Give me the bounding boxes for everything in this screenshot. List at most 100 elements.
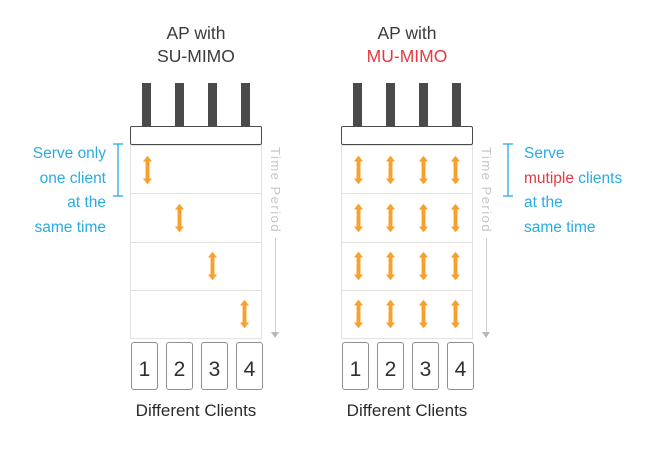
- stream-arrow-icon: [418, 251, 428, 281]
- empty-cell: [164, 146, 197, 193]
- panel-title-line1: AP with: [166, 23, 226, 43]
- antenna-icon: [353, 83, 362, 127]
- empty-cell: [196, 291, 229, 338]
- antenna-array: [341, 83, 473, 127]
- client-box: 2: [166, 342, 193, 390]
- stream-arrow-icon: [386, 251, 396, 281]
- stream-cell: [131, 146, 164, 193]
- stream-cell: [164, 194, 197, 241]
- stream-arrow-icon: [418, 300, 428, 329]
- annotation-word-red: mutiple: [524, 169, 574, 187]
- empty-cell: [229, 243, 262, 290]
- antenna-icon: [175, 83, 184, 127]
- stream-arrow-icon: [353, 300, 363, 329]
- stream-arrow-icon: [353, 251, 363, 281]
- antenna-icon: [452, 83, 461, 127]
- time-period-indicator: Time Period: [476, 147, 496, 338]
- panel-title-line2: SU-MIMO: [157, 46, 235, 66]
- stream-arrow-icon: [207, 251, 217, 281]
- time-slot-grid: [130, 145, 262, 339]
- antenna-icon: [386, 83, 395, 127]
- stream-cell: [229, 291, 262, 338]
- stream-arrow-icon: [451, 300, 461, 329]
- antenna-icon: [142, 83, 151, 127]
- stream-arrow-icon: [386, 300, 396, 329]
- access-point-box: [341, 126, 473, 145]
- stream-cell: [440, 291, 473, 338]
- panel-title-line2: MU-MIMO: [366, 46, 448, 66]
- stream-cell: [407, 194, 440, 241]
- client-box: 1: [342, 342, 369, 390]
- stream-arrow-icon: [175, 203, 185, 233]
- time-slot-row: [342, 243, 472, 291]
- time-period-indicator: Time Period: [265, 147, 285, 338]
- empty-cell: [131, 291, 164, 338]
- time-period-label: Time Period: [479, 147, 494, 234]
- panel-title: AP with MU-MIMO: [316, 22, 498, 68]
- stream-arrow-icon: [353, 155, 363, 184]
- time-slot-row: [342, 194, 472, 243]
- annotation-line: one client: [39, 169, 106, 187]
- annotation-line: mutiple clients: [524, 167, 646, 192]
- annotation-su-mimo: Serve only one client at the same time: [14, 142, 106, 240]
- time-period-label: Time Period: [268, 147, 283, 234]
- clients-label: Different Clients: [346, 401, 468, 420]
- annotation-line: at the: [67, 194, 106, 212]
- stream-arrow-icon: [451, 203, 461, 233]
- antenna-icon: [419, 83, 428, 127]
- annotation-line: Serve: [524, 145, 565, 162]
- empty-cell: [196, 194, 229, 241]
- time-slot-row: [131, 243, 261, 291]
- antenna-icon: [208, 83, 217, 127]
- stream-cell: [375, 291, 408, 338]
- empty-cell: [229, 194, 262, 241]
- client-box: 4: [447, 342, 474, 390]
- panel-title: AP with SU-MIMO: [105, 22, 287, 68]
- stream-arrow-icon: [386, 203, 396, 233]
- stream-cell: [342, 291, 375, 338]
- access-point-box: [130, 126, 262, 145]
- stream-arrow-icon: [240, 300, 250, 329]
- stream-arrow-icon: [418, 155, 428, 184]
- annotation-line: same time: [34, 218, 107, 236]
- stream-arrow-icon: [418, 203, 428, 233]
- stream-arrow-icon: [451, 251, 461, 281]
- stream-cell: [375, 146, 408, 193]
- annotation-word: clients: [573, 169, 623, 187]
- annotation-line: same time: [524, 218, 596, 236]
- empty-cell: [229, 146, 262, 193]
- stream-arrow-icon: [386, 155, 396, 184]
- client-box: 3: [201, 342, 228, 390]
- antenna-icon: [241, 83, 250, 127]
- stream-arrow-icon: [142, 155, 152, 184]
- range-bracket-icon: [503, 143, 513, 197]
- arrow-down-icon: [482, 332, 490, 338]
- range-bracket-icon: [113, 143, 123, 197]
- empty-cell: [164, 291, 197, 338]
- stream-cell: [375, 194, 408, 241]
- time-slot-row: [131, 146, 262, 195]
- stream-cell: [440, 146, 473, 193]
- annotation-mu-mimo: Serve mutiple clients at the same time: [524, 142, 646, 240]
- stream-cell: [342, 194, 375, 241]
- stream-cell: [407, 291, 440, 338]
- client-box: 3: [412, 342, 439, 390]
- empty-cell: [131, 194, 164, 241]
- annotation-line: Serve only: [32, 145, 106, 162]
- time-slot-row: [342, 146, 473, 195]
- stream-cell: [375, 243, 408, 290]
- clients-label: Different Clients: [135, 401, 257, 420]
- stream-cell: [440, 243, 473, 290]
- time-slot-row: [131, 194, 262, 243]
- stream-cell: [196, 243, 229, 290]
- time-period-arrow-line: [274, 238, 276, 332]
- client-box: 4: [236, 342, 263, 390]
- stream-cell: [407, 243, 440, 290]
- time-slot-row: [342, 291, 472, 338]
- stream-arrow-icon: [451, 155, 461, 184]
